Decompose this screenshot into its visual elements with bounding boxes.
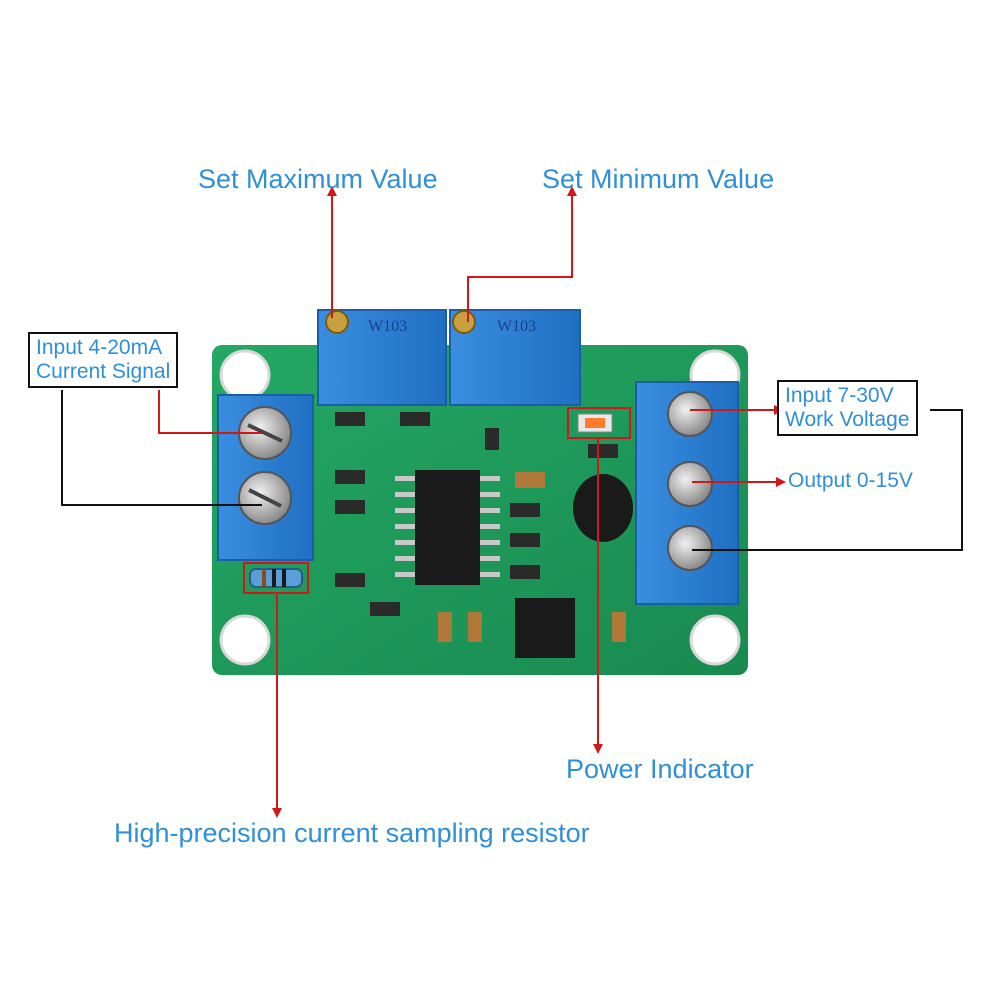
mount-hole-bottom-left	[219, 614, 271, 666]
mount-hole-bottom-right	[689, 614, 741, 666]
connector-lines	[61, 390, 963, 551]
label-sampling-resistor: High-precision current sampling resistor	[114, 818, 590, 848]
label-set-maximum-value: Set Maximum Value	[198, 164, 438, 194]
output-terminal-block	[635, 381, 739, 605]
smd-components	[335, 412, 626, 642]
potentiometer-min	[449, 309, 581, 406]
label-input-current-line2: Current Signal	[36, 360, 171, 383]
pot-adjust-screw-icon	[325, 310, 349, 334]
label-input-voltage-line2: Work Voltage	[785, 408, 910, 431]
op-amp-ic	[395, 470, 500, 585]
voltage-regulator	[515, 598, 575, 658]
arrowhead-icon	[272, 808, 282, 818]
arrowhead-icon	[776, 477, 786, 487]
arrowhead-icon	[327, 186, 337, 196]
potentiometer-max	[317, 309, 447, 406]
label-input-voltage-line1: Input 7-30V	[785, 384, 894, 407]
terminal-screw-icon	[667, 391, 713, 437]
arrowhead-icon	[567, 186, 577, 196]
label-input-work-voltage: Input 7-30V Work Voltage	[777, 380, 918, 436]
terminal-screw-icon	[667, 525, 713, 571]
mount-hole-top-left	[219, 349, 271, 401]
label-output-voltage: Output 0-15V	[788, 469, 913, 492]
pot-min-marking: W103	[497, 318, 537, 335]
sampling-resistor	[249, 568, 303, 588]
label-input-current-line1: Input 4-20mA	[36, 336, 163, 359]
connector-input-current	[61, 390, 262, 506]
transistor	[573, 474, 633, 542]
pointer-lines	[158, 186, 786, 818]
pointer-set-min	[467, 193, 573, 322]
arrowhead-icon	[593, 744, 603, 754]
label-power-indicator: Power Indicator	[566, 754, 754, 784]
connector-input-voltage	[692, 409, 963, 551]
label-input-current-signal: Input 4-20mA Current Signal	[28, 332, 179, 388]
input-terminal-block	[217, 394, 314, 561]
pot-adjust-screw-icon	[452, 310, 476, 334]
pot-max-marking: W103	[368, 318, 408, 335]
label-set-minimum-value: Set Minimum Value	[542, 164, 775, 194]
terminal-screw-icon	[667, 461, 713, 507]
pointer-input-current	[158, 390, 262, 434]
